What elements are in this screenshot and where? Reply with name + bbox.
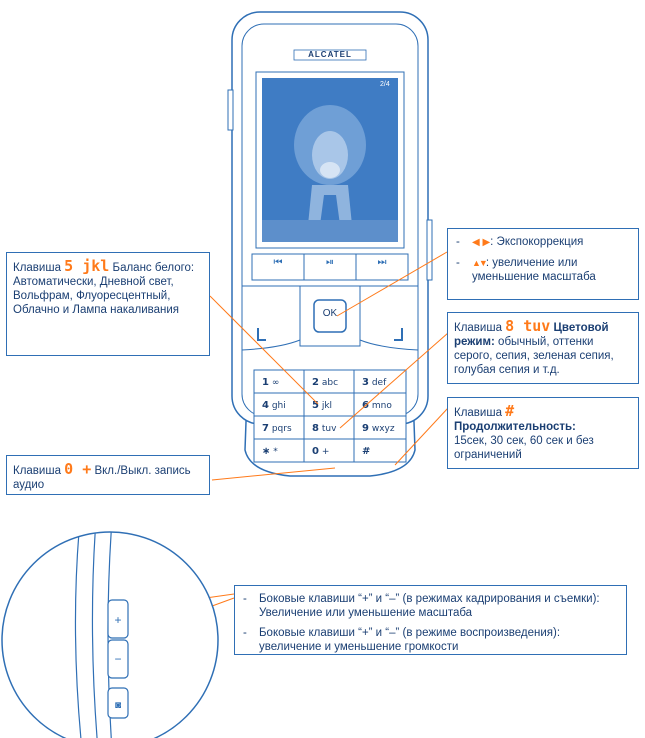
side-keys-item-2: Боковые клавиши “+” и “–” (в режиме восп… (241, 626, 620, 654)
callout-audio: Клавиша 0 + Вкл./Выкл. запись аудио (6, 455, 210, 495)
callout-color-mode: Клавиша 8 tuv Цветовой режим: обычный, о… (447, 312, 639, 384)
key-8[interactable]: 8 tuv (312, 423, 337, 434)
key-7[interactable]: 7 pqrs (262, 423, 292, 434)
screen-status-counter: 2/4 (380, 81, 390, 88)
side-keys-closeup: + − ◙ (1, 531, 219, 738)
minus-key-icon: − (114, 652, 121, 666)
key-2[interactable]: 2 abc (312, 377, 339, 388)
exposure-item: ◀ ▶: Экспокоррекция (454, 235, 632, 250)
callout-duration: Клавиша # Продолжительность: 15сек, 30 с… (447, 397, 639, 469)
key-5-glyph: 5 jkl (64, 257, 110, 275)
key-hash[interactable]: # (362, 446, 371, 457)
media-play-button[interactable]: ⏯ (326, 257, 334, 268)
camera-key-icon: ◙ (115, 700, 121, 711)
callout-exposure-zoom: ◀ ▶: Экспокоррекция ▲▼: увеличение или у… (447, 228, 639, 300)
key-1[interactable]: 1 ∞ (262, 377, 280, 388)
key-star[interactable]: ∗ * (262, 446, 278, 457)
media-next-button[interactable]: ⏭ (377, 257, 387, 268)
key-8-glyph: 8 tuv (505, 317, 551, 335)
key-0-glyph: 0 + (64, 460, 92, 478)
key-9[interactable]: 9 wxyz (362, 423, 395, 434)
phone-illustration (227, 11, 433, 477)
callout-side-keys: Боковые клавиши “+” и “–” (в режимах кад… (234, 585, 627, 655)
callout-white-balance: Клавиша 5 jkl Баланс белого: Автоматичес… (6, 252, 210, 356)
media-prev-button[interactable]: ⏮ (273, 257, 283, 268)
key-0[interactable]: 0 + (312, 446, 330, 457)
key-5[interactable]: 5 jkl (312, 400, 333, 411)
ok-button[interactable]: OK (322, 308, 338, 319)
left-right-arrows-icon: ◀ ▶ (472, 237, 491, 248)
key-4[interactable]: 4 ghi (262, 400, 286, 411)
phone-brand: ALCATEL (308, 50, 352, 59)
key-hash-glyph: # (505, 402, 515, 420)
side-keys-item-1: Боковые клавиши “+” и “–” (в режимах кад… (241, 592, 620, 620)
key-3[interactable]: 3 def (362, 377, 387, 388)
up-down-arrows-icon: ▲▼ (472, 258, 488, 268)
plus-key-icon: + (114, 613, 121, 627)
zoom-item: ▲▼: увеличение или уменьшение масштаба (454, 256, 632, 284)
